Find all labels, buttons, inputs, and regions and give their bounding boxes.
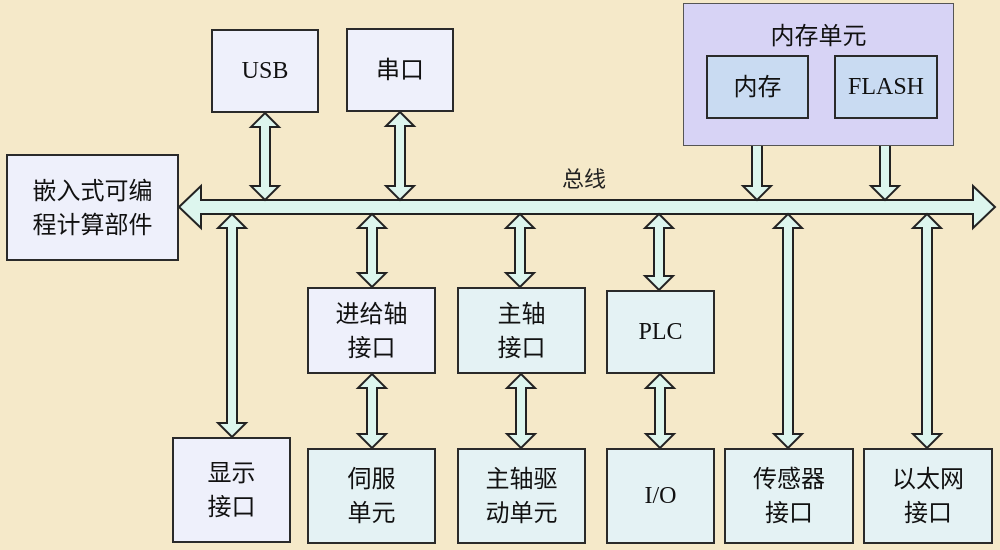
ram-label: 内存 — [733, 73, 782, 101]
spindle-drive-unit-box: 主轴驱 动单元 — [457, 448, 586, 544]
bus-sensor-arrow — [771, 212, 805, 450]
sensor-interface-box: 传感器 接口 — [724, 448, 854, 544]
flash-label: FLASH — [847, 74, 925, 100]
bus-feed-axis-arrow — [355, 212, 389, 289]
feed-axis-interface-label: 进给轴 接口 — [335, 299, 408, 362]
usb-label: USB — [241, 58, 289, 84]
plc-io-arrow — [643, 372, 677, 450]
cpu-box: 嵌入式可编 程计算部件 — [6, 154, 179, 261]
io-label: I/O — [644, 483, 677, 509]
bus-plc-arrow — [642, 212, 676, 292]
bus-spindle-arrow — [503, 212, 537, 289]
spindle-drive-unit-label: 主轴驱 动单元 — [485, 465, 558, 527]
cpu-label: 嵌入式可编 程计算部件 — [32, 176, 153, 239]
memory-unit-title: 内存单元 — [770, 22, 867, 50]
display-interface-box: 显示 接口 — [172, 437, 291, 543]
feed-axis-interface-box: 进给轴 接口 — [307, 287, 436, 374]
bus-display-arrow — [215, 212, 249, 439]
spindle-interface-label: 主轴 接口 — [497, 299, 546, 362]
bus-ethernet-arrow — [910, 212, 944, 450]
ethernet-interface-box: 以太网 接口 — [863, 448, 993, 544]
system-bus-arrow — [177, 183, 997, 231]
ethernet-interface-label: 以太网 接口 — [892, 465, 964, 527]
bus-label: 总线 — [562, 168, 607, 193]
flash-box: FLASH — [834, 55, 938, 119]
serial-bus-arrow — [383, 110, 417, 202]
io-box: I/O — [606, 448, 715, 544]
ram-box: 内存 — [706, 55, 809, 119]
usb-bus-arrow — [248, 111, 282, 202]
sensor-interface-label: 传感器 接口 — [753, 465, 825, 527]
spindle-interface-box: 主轴 接口 — [457, 287, 586, 374]
servo-unit-box: 伺服 单元 — [307, 448, 436, 544]
plc-box: PLC — [606, 290, 715, 374]
feed-axis-servo-arrow — [355, 372, 389, 450]
usb-box: USB — [211, 29, 319, 113]
plc-label: PLC — [638, 319, 683, 345]
spindle-drive-arrow — [504, 372, 538, 450]
serial-port-box: 串口 — [346, 28, 454, 112]
display-interface-label: 显示 接口 — [207, 459, 256, 521]
serial-port-label: 串口 — [376, 56, 424, 84]
servo-unit-label: 伺服 单元 — [347, 465, 396, 527]
